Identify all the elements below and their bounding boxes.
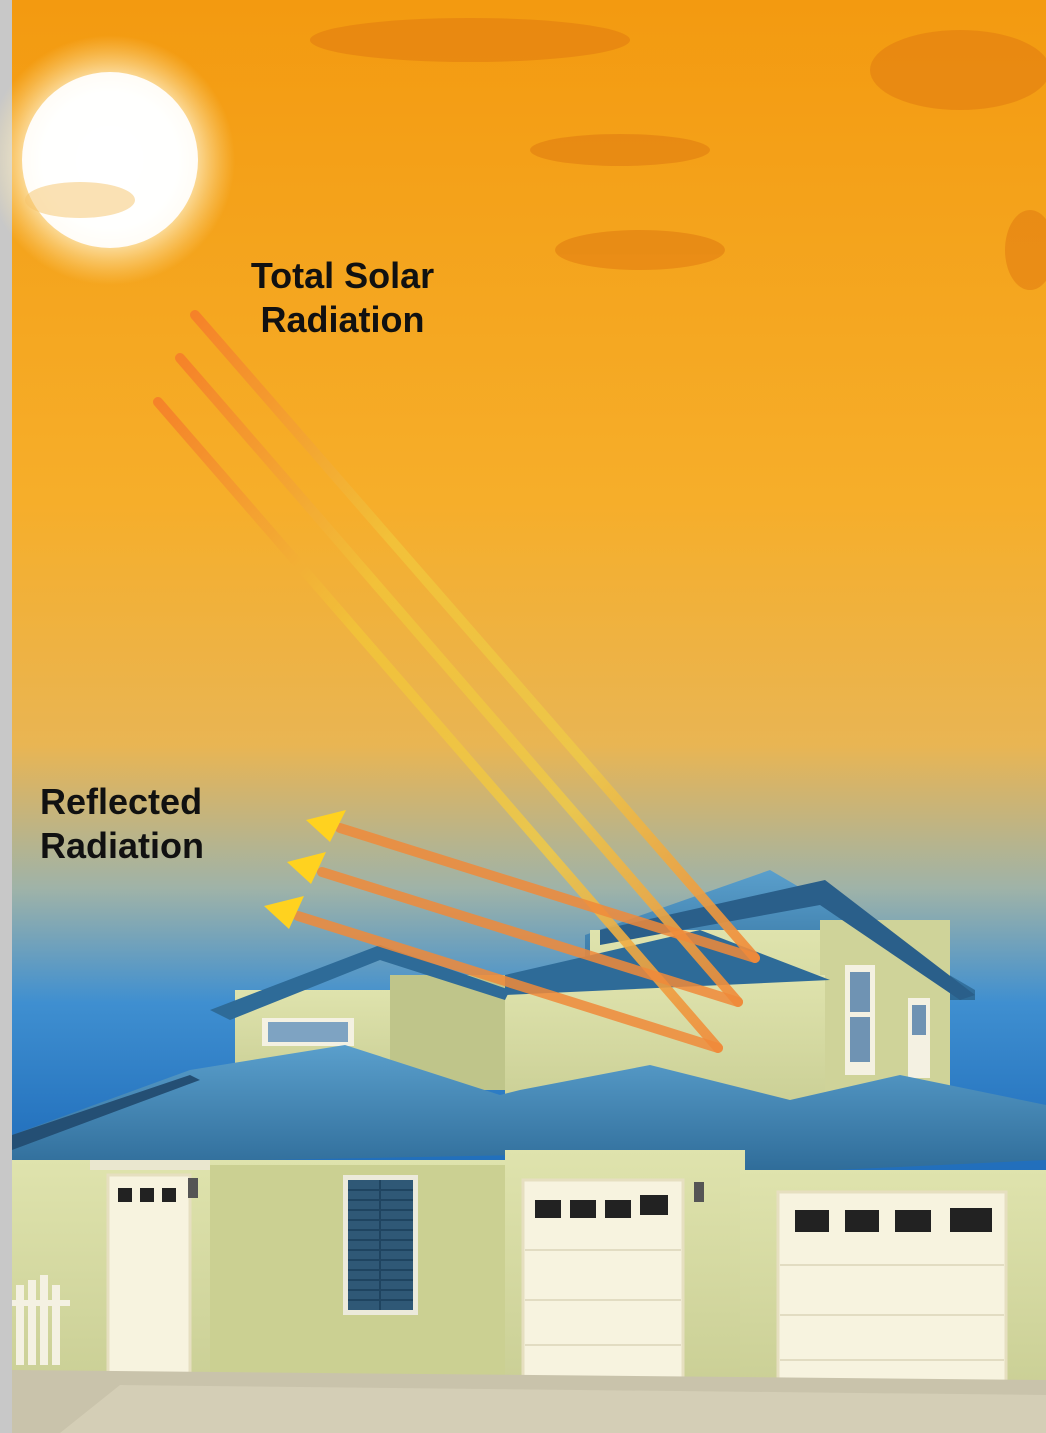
garage-door-middle: [521, 1178, 685, 1382]
reflected-arrowheads: [264, 810, 346, 929]
garage-door-right: [776, 1190, 1008, 1399]
total-solar-radiation-line2: Radiation: [260, 299, 425, 340]
reflected-rays: [293, 823, 760, 1053]
incoming-rays: [153, 310, 760, 1053]
arrowhead-1: [306, 810, 346, 842]
total-solar-radiation-line1: Total Solar: [250, 255, 435, 296]
arrowhead-3: [264, 896, 304, 929]
arrowhead-2: [287, 852, 326, 884]
reflected-radiation-line1: Reflected: [40, 781, 203, 822]
garage-door-left: [106, 1173, 192, 1387]
reflected-radiation-line2: Radiation: [40, 825, 205, 866]
clouds: [310, 18, 1046, 290]
picket-fence: [12, 1275, 70, 1365]
reflected-radiation-label: Reflected Radiation: [40, 780, 250, 868]
total-solar-radiation-label: Total Solar Radiation: [225, 254, 460, 342]
house: [12, 870, 1046, 1433]
